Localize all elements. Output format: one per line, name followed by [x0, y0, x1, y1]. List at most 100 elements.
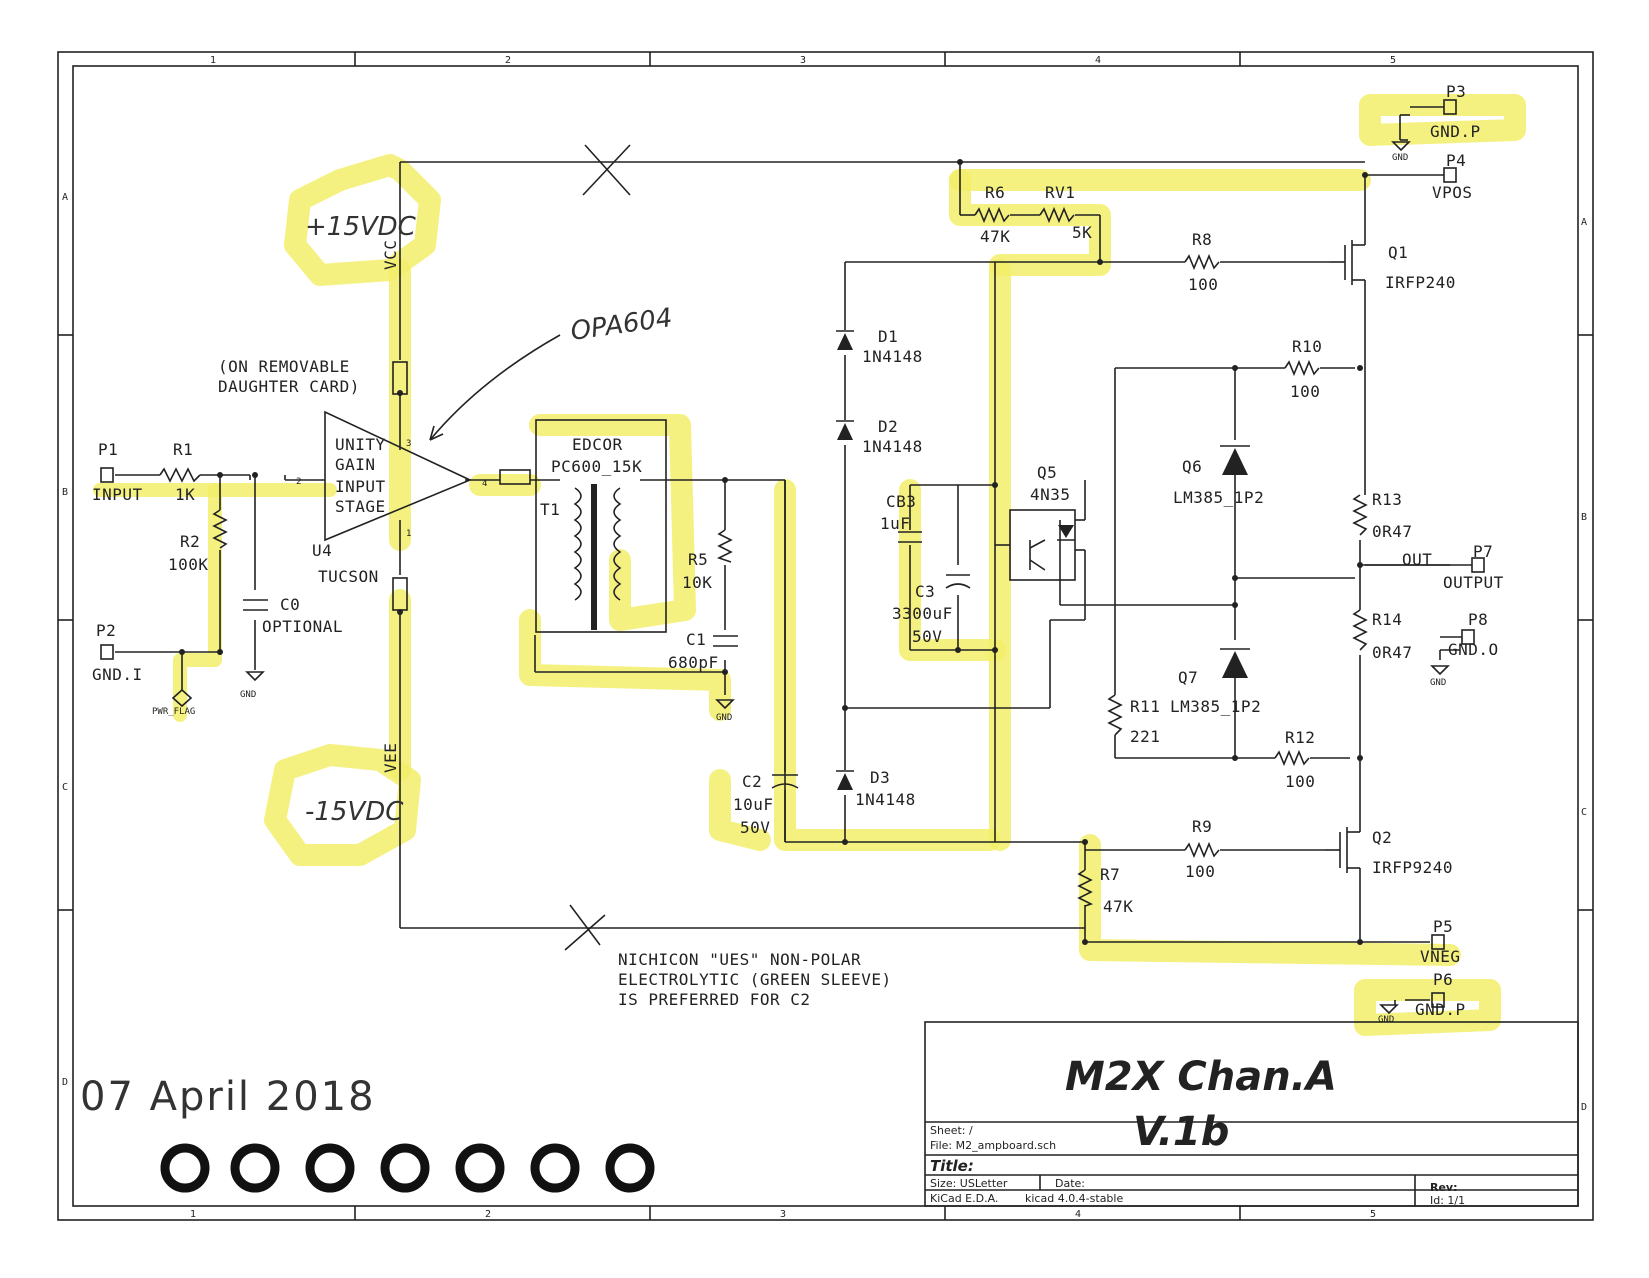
note-minus15vdc: -15VDC: [305, 797, 404, 827]
capacitors: [243, 480, 971, 842]
u4-ref: U4: [312, 541, 332, 560]
out-net-label: OUT: [1402, 550, 1432, 569]
frame-row-b-right: B: [1581, 512, 1587, 523]
d3-value: 1N4148: [855, 790, 916, 809]
nichicon-line1: NICHICON "UES" NON-POLAR: [618, 950, 861, 969]
t1-ref: T1: [540, 500, 560, 519]
component-labels: P1 INPUT R1 1K R2 100K C0 OPTIONAL P2 GN…: [92, 82, 1504, 1025]
frame-row-b-left: B: [62, 487, 68, 498]
diodes: [836, 330, 1250, 790]
tb-id: Id: 1/1: [1430, 1194, 1465, 1207]
c3-ref: C3: [915, 582, 935, 601]
p2-value: GND.I: [92, 665, 143, 684]
frame-col-2-bottom: 2: [485, 1209, 491, 1220]
svg-text:4: 4: [482, 479, 487, 489]
t1-value2: PC600_15K: [551, 457, 642, 476]
rv1-value: 5K: [1072, 223, 1092, 242]
p5-value: VNEG: [1420, 947, 1461, 966]
note-plus15vdc: +15VDC: [305, 212, 417, 242]
c2-value2: 50V: [740, 818, 770, 837]
wires: [115, 114, 1460, 1005]
resistors: [159, 206, 1368, 907]
vcc-label: VCC: [381, 240, 400, 270]
r5-ref: R5: [688, 550, 708, 569]
r2-value: 100K: [168, 555, 209, 574]
p7-value: OUTPUT: [1443, 573, 1504, 592]
tb-size: Size: USLetter: [930, 1177, 1008, 1190]
r7-ref: R7: [1100, 865, 1120, 884]
gnd-label-2: GND: [716, 713, 732, 723]
r14-ref: R14: [1372, 610, 1402, 629]
d3-ref: D3: [870, 768, 890, 787]
r10-ref: R10: [1292, 337, 1322, 356]
q5-value: 4N35: [1030, 485, 1071, 504]
hole-7: [605, 1143, 655, 1193]
handwritten-notes: +15VDC -15VDC OPA604 07 April 2018: [80, 212, 674, 1120]
r8-value: 100: [1188, 275, 1218, 294]
hole-5: [455, 1143, 505, 1193]
r1-value: 1K: [175, 485, 195, 504]
u4-body-line1: UNITY: [335, 435, 386, 454]
d1-value: 1N4148: [862, 347, 923, 366]
frame-col-5-bottom: 5: [1370, 1209, 1376, 1220]
p5-ref: P5: [1433, 917, 1453, 936]
r10-value: 100: [1290, 382, 1320, 401]
u4-body-line3: INPUT: [335, 477, 386, 496]
rv1-ref: RV1: [1045, 183, 1075, 202]
frame-col-3-bottom: 3: [780, 1209, 786, 1220]
frame-row-d-left: D: [62, 1077, 68, 1088]
r6-value: 47K: [980, 227, 1010, 246]
hole-4: [380, 1143, 430, 1193]
tb-kicad: KiCad E.D.A.: [930, 1192, 998, 1205]
frame-col-2-top: 2: [505, 55, 511, 66]
tb-kicad-version: kicad 4.0.4-stable: [1025, 1192, 1123, 1205]
r11-value: 221: [1130, 727, 1160, 746]
mosfets: [1325, 235, 1366, 880]
hole-1: [160, 1143, 210, 1193]
q1-ref: Q1: [1388, 243, 1408, 262]
r14-value: 0R47: [1372, 643, 1413, 662]
mounting-holes: [160, 1143, 655, 1193]
p7-ref: P7: [1473, 542, 1493, 561]
c2-value: 10uF: [733, 795, 774, 814]
gnd-label-3: GND: [1430, 678, 1446, 688]
gnd-label-1: GND: [240, 690, 256, 700]
d2-ref: D2: [878, 417, 898, 436]
cb3-ref: CB3: [886, 492, 916, 511]
p4-value: VPOS: [1432, 183, 1473, 202]
transformer-t1: EDCOR PC600_15K T1: [499, 419, 667, 633]
highlighter-marks: [93, 94, 1526, 1036]
r8-ref: R8: [1192, 230, 1212, 249]
p6-value: GND.P: [1415, 1000, 1466, 1019]
handwritten-date: 07 April 2018: [80, 1074, 376, 1120]
note-opa604: OPA604: [569, 303, 674, 347]
tb-date: Date:: [1055, 1177, 1085, 1190]
svg-text:2: 2: [296, 477, 301, 487]
r13-value: 0R47: [1372, 522, 1413, 541]
d2-value: 1N4148: [862, 437, 923, 456]
r5-value: 10K: [682, 573, 712, 592]
frame-col-5-top: 5: [1390, 55, 1396, 66]
q6-value: LM385_1P2: [1173, 488, 1264, 507]
t1-value1: EDCOR: [572, 435, 623, 454]
title-big-line2: V.1b: [1133, 1109, 1229, 1155]
c0-ref: C0: [280, 595, 300, 614]
frame-col-1-bottom: 1: [190, 1209, 196, 1220]
d1-ref: D1: [878, 327, 898, 346]
u4-body-line2: GAIN: [335, 455, 376, 474]
tb-file: File: M2_ampboard.sch: [930, 1139, 1056, 1152]
p8-value: GND.O: [1448, 640, 1499, 659]
frame-row-a-left: A: [62, 192, 68, 203]
p3-ref: P3: [1446, 82, 1466, 101]
p1-ref: P1: [98, 440, 118, 459]
gnd-label-5: GND: [1378, 1015, 1394, 1025]
svg-text:1: 1: [406, 529, 411, 539]
c3-value: 3300uF: [892, 604, 953, 623]
connectors: [100, 99, 1485, 1008]
frame-col-4-bottom: 4: [1075, 1209, 1081, 1220]
sheet-frame: 1 2 3 4 5 1 2 3 4 5 A B C D A B C D: [57, 51, 1594, 1221]
q2-value: IRFP9240: [1372, 858, 1453, 877]
frame-col-4-top: 4: [1095, 55, 1101, 66]
r13-ref: R13: [1372, 490, 1402, 509]
